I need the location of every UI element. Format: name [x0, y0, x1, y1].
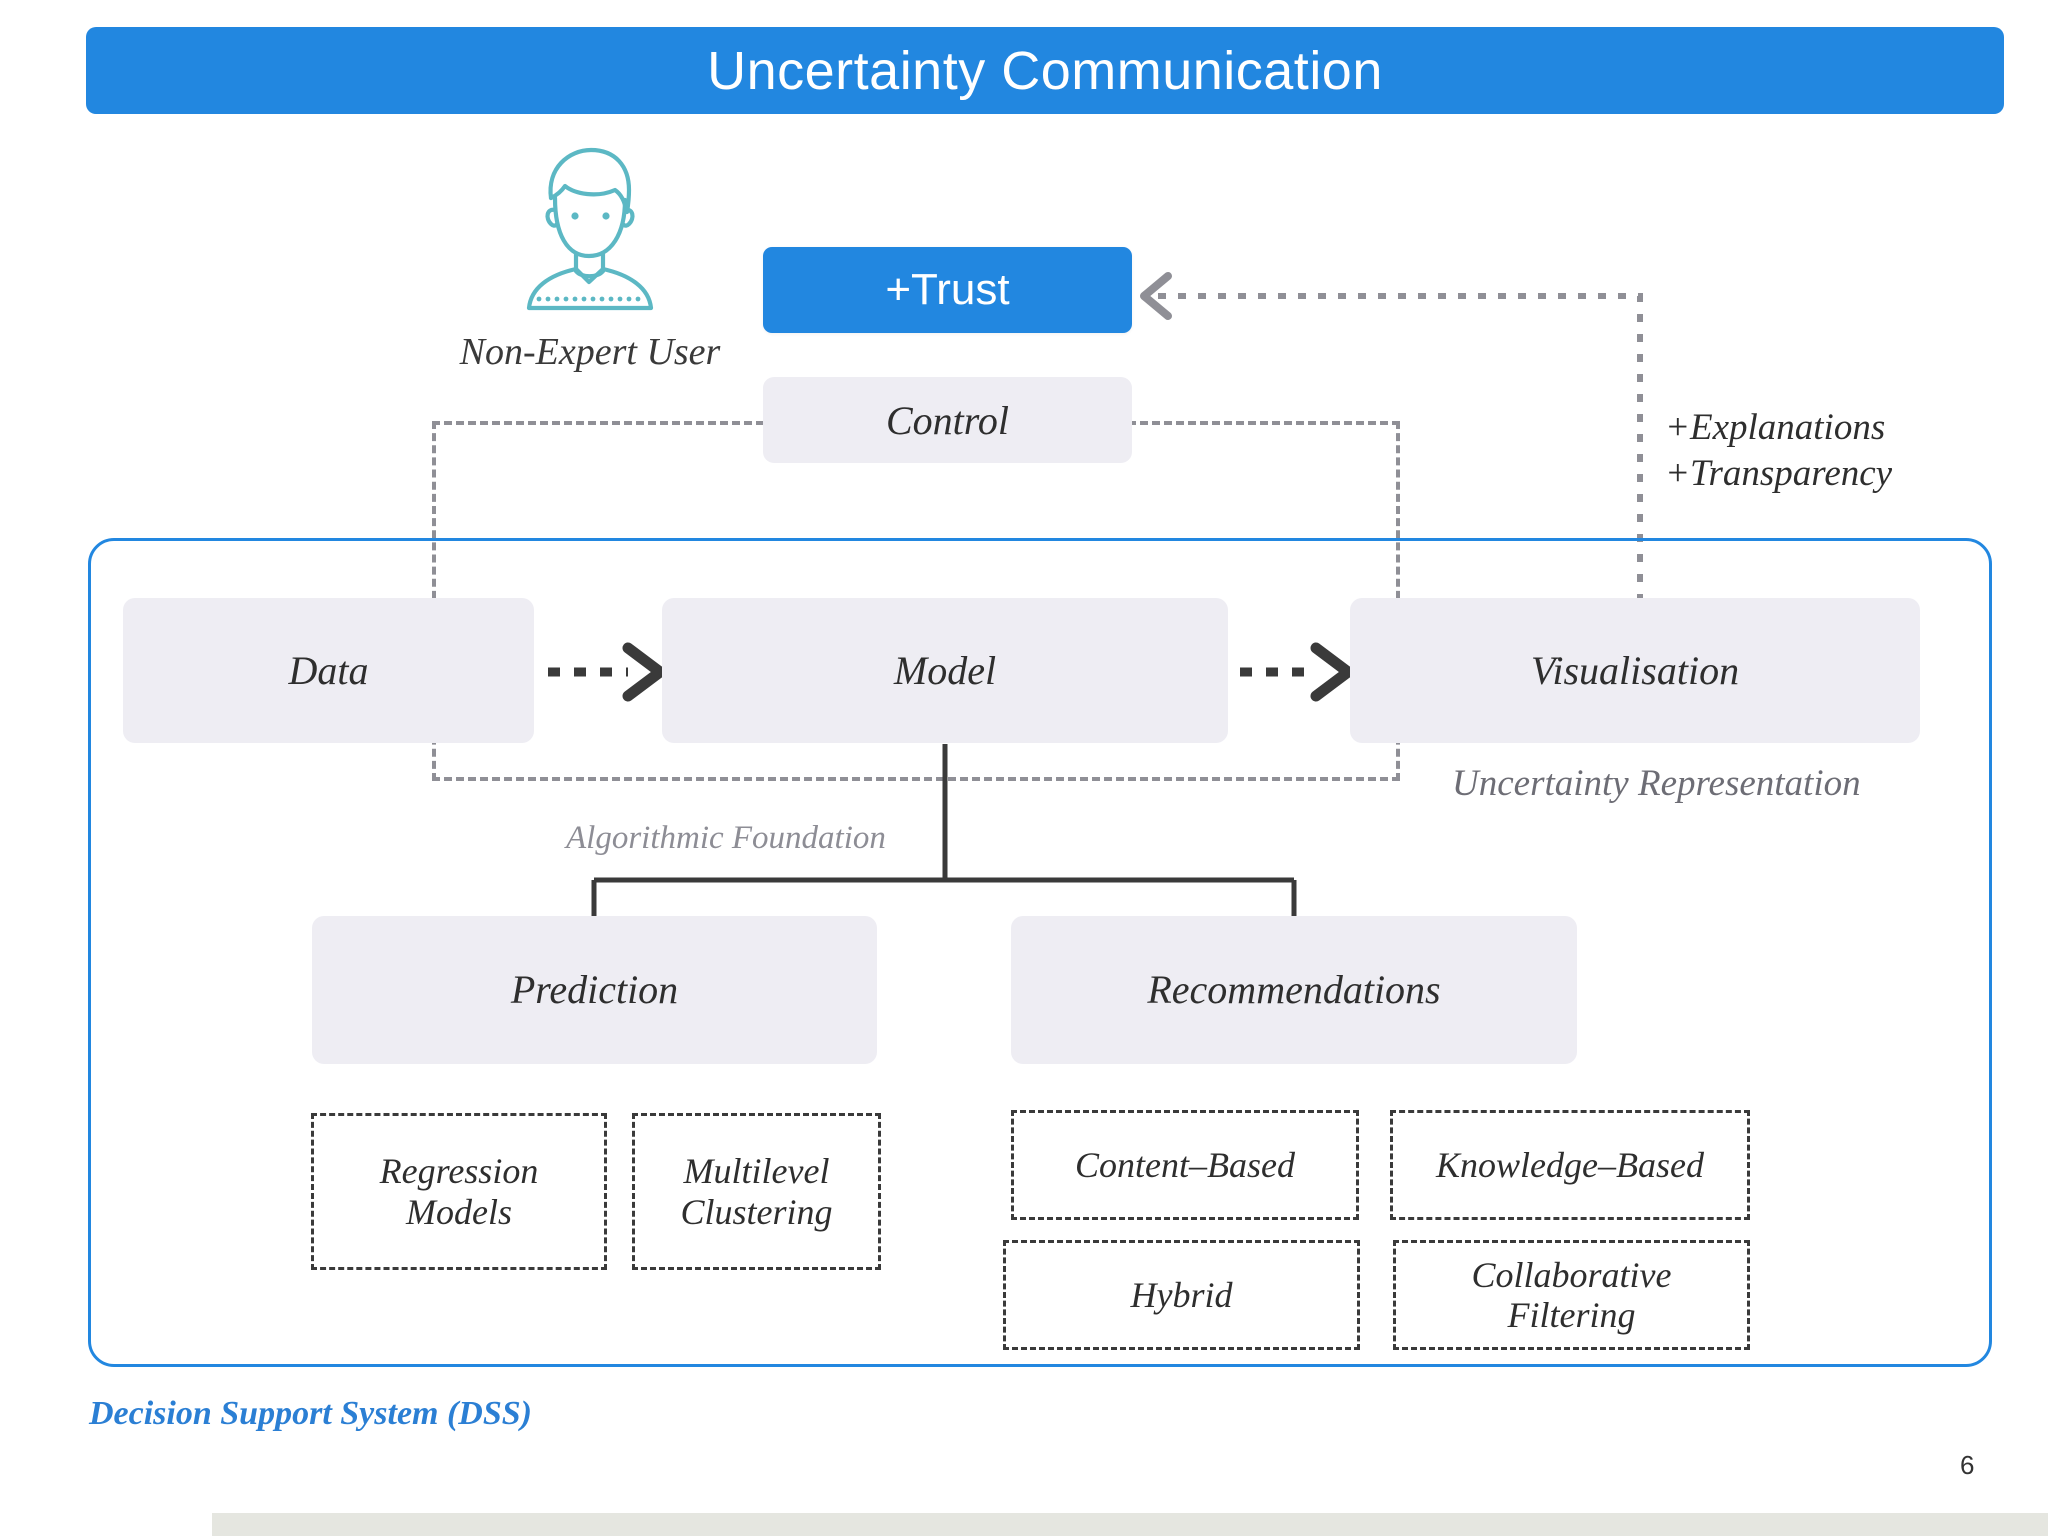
dss-panel	[88, 538, 1992, 1367]
user-avatar-icon	[505, 142, 665, 314]
leaf-label-content-based: Content–Based	[1075, 1144, 1295, 1185]
pipeline-box-data: Data	[123, 598, 534, 743]
leaf-label-knowledge-based: Knowledge–Based	[1436, 1144, 1704, 1185]
enhancement-annotations: +Explanations +Transparency	[1665, 405, 1892, 498]
leaf-box-regression-models: Regression Models	[311, 1113, 607, 1270]
annotation-transparency: +Transparency	[1665, 453, 1893, 495]
pipeline-label-visualisation: Visualisation	[1530, 647, 1740, 693]
page-number: 6	[1960, 1450, 1975, 1480]
leaf-box-content-based: Content–Based	[1011, 1110, 1359, 1220]
trust-label: +Trust	[885, 265, 1010, 314]
slide-title: Uncertainty Communication	[707, 40, 1383, 101]
pipeline-label-model: Model	[893, 647, 997, 693]
slide-title-banner: Uncertainty Communication	[86, 27, 2004, 114]
uncertainty-representation-label: Uncertainty Representation	[1452, 763, 1861, 804]
leaf-label-collaborative-filtering: Collaborative Filtering	[1472, 1255, 1672, 1336]
leaf-label-regression-models: Regression Models	[380, 1151, 539, 1232]
control-box: Control	[763, 377, 1132, 463]
footer-bar	[212, 1513, 2048, 1536]
control-label: Control	[886, 397, 1009, 443]
trust-box: +Trust	[763, 247, 1132, 333]
pipeline-box-visualisation: Visualisation	[1350, 598, 1920, 743]
dss-caption: Decision Support System (DSS)	[89, 1395, 532, 1432]
leaf-box-multilevel-clustering: Multilevel Clustering	[632, 1113, 881, 1270]
annotation-explanations: +Explanations	[1665, 407, 1886, 448]
branch-label-recommendations: Recommendations	[1147, 967, 1441, 1012]
leaf-line-multilevel-1: Multilevel	[683, 1151, 830, 1192]
leaf-label-hybrid: Hybrid	[1130, 1274, 1233, 1315]
leaf-line-collaborative-2: Filtering	[1507, 1295, 1636, 1335]
pipeline-box-model: Model	[662, 598, 1228, 743]
leaf-line-regression-2: Models	[406, 1191, 512, 1232]
leaf-box-knowledge-based: Knowledge–Based	[1390, 1110, 1750, 1220]
algorithmic-foundation-label: Algorithmic Foundation	[566, 820, 886, 856]
user-avatar-caption: Non-Expert User	[459, 331, 721, 373]
leaf-line-collaborative-1: Collaborative	[1471, 1254, 1672, 1295]
branch-label-prediction: Prediction	[510, 967, 679, 1012]
leaf-label-multilevel-clustering: Multilevel Clustering	[680, 1151, 832, 1232]
leaf-line-multilevel-2: Clustering	[680, 1191, 833, 1232]
leaf-box-collaborative-filtering: Collaborative Filtering	[1393, 1240, 1750, 1350]
leaf-box-hybrid: Hybrid	[1003, 1240, 1360, 1350]
branch-box-recommendations: Recommendations	[1011, 916, 1577, 1064]
leaf-line-regression-1: Regression	[379, 1151, 539, 1192]
branch-box-prediction: Prediction	[312, 916, 877, 1064]
pipeline-label-data: Data	[288, 647, 369, 693]
